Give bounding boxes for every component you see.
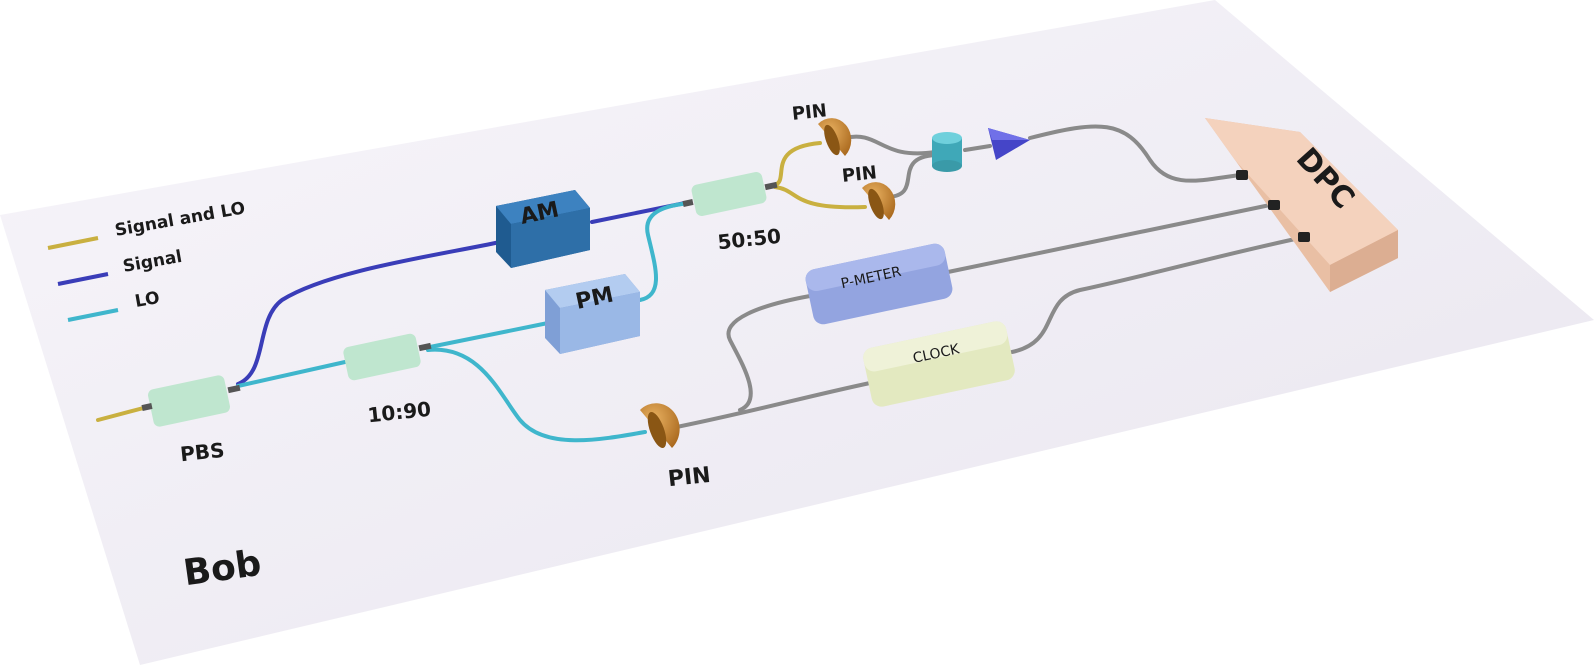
fiber-coupler-pin-mid — [773, 185, 867, 210]
pin-middle — [862, 182, 896, 220]
pin-bottom-label: PIN — [667, 463, 712, 492]
fiber-coupler-pin-top — [773, 141, 822, 187]
cable-pin-mid-cyl — [886, 153, 937, 199]
pbs-label: PBS — [179, 438, 226, 467]
cable-pin-top-cyl — [843, 134, 937, 156]
p-meter-box: P-METER — [805, 243, 953, 325]
legend-swatch-signal — [57, 272, 109, 286]
fiber-signal-pbs-am — [236, 240, 502, 386]
dpc-port-3 — [1298, 232, 1310, 242]
cable-pmeter-dpc — [946, 203, 1272, 274]
pin-bottom — [640, 403, 680, 449]
pbs-component — [141, 375, 241, 427]
coupler-10-90 — [343, 333, 432, 381]
cable-cyl-amp — [963, 144, 992, 152]
pin-middle-label: PIN — [841, 162, 878, 187]
cable-pin-clock — [670, 381, 872, 430]
dpc-port-2 — [1268, 200, 1280, 210]
dpc-box: DPC — [1205, 118, 1398, 292]
cable-amp-dpc — [1028, 124, 1242, 183]
fiber-lo-1090-pm — [423, 321, 550, 350]
amplifier-triangle — [988, 128, 1030, 160]
legend-swatch-signal-and-lo — [47, 236, 99, 250]
fiber-lo-pbs-1090 — [236, 360, 347, 388]
coupler-50-50 — [682, 171, 778, 217]
legend-label-lo: LO — [133, 288, 161, 312]
legend-swatch-lo — [67, 308, 119, 322]
pin-top-label: PIN — [791, 100, 828, 125]
am-box: AM — [496, 190, 590, 268]
dpc-port-1 — [1236, 170, 1248, 180]
cable-pin-pmeter — [726, 294, 812, 412]
pm-box: PM — [545, 274, 640, 354]
clock-box: CLOCK — [863, 321, 1015, 407]
cable-clock-dpc — [1010, 236, 1302, 354]
fibers — [96, 124, 1302, 443]
balanced-combiner-cylinder — [932, 132, 962, 172]
fiber-lo-1090-pin — [426, 347, 647, 443]
pin-top — [818, 118, 852, 156]
fiber-lo-pm-coupler — [638, 201, 692, 302]
